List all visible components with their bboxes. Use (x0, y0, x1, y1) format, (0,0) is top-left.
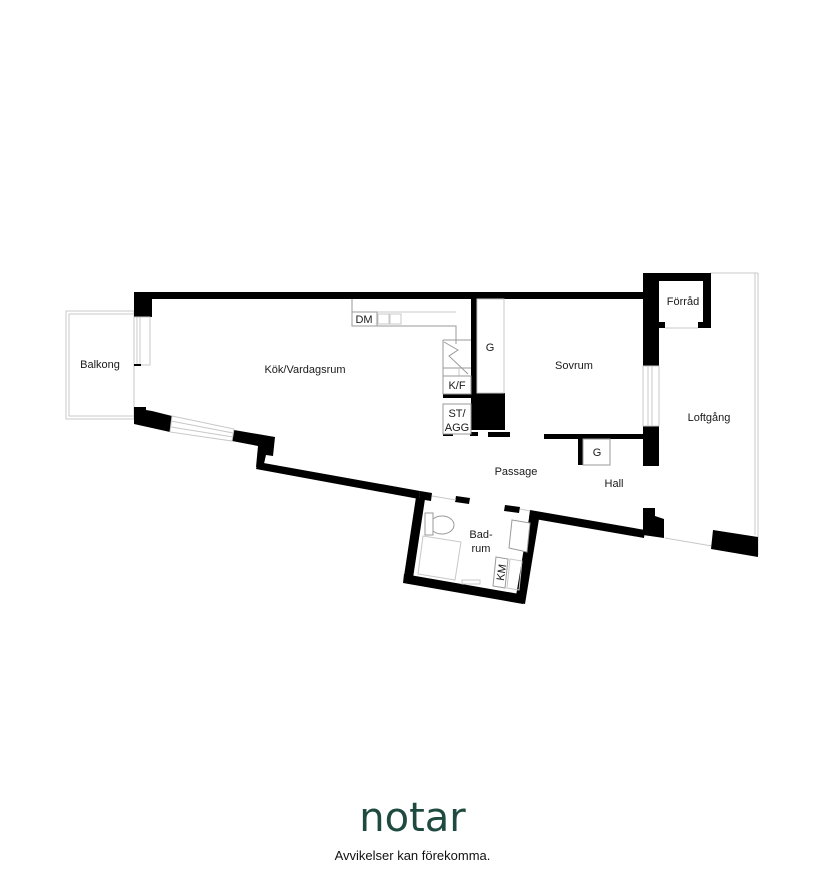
fixture-label-dm: DM (355, 314, 372, 326)
fixture-label-g-bedroom: G (486, 342, 495, 354)
kitchen-fixtures (351, 298, 611, 466)
room-label-loftgang: Loftgång (688, 412, 731, 424)
brand-logo: notar (359, 795, 466, 841)
room-label-passage: Passage (495, 466, 538, 478)
fixture-labels: DM K/F ST/ AGG G G KM (355, 314, 601, 582)
bathroom-fixtures (417, 512, 531, 591)
room-labels: Balkong Kök/Vardagsrum Sovrum Förråd Lof… (80, 296, 730, 555)
room-label-hall: Hall (605, 478, 624, 490)
fixture-label-st: ST/ (448, 408, 466, 420)
fixture-label-km: KM (495, 563, 509, 581)
fixture-label-agg: AGG (445, 422, 469, 434)
room-label-balkong: Balkong (80, 359, 120, 371)
windows (133, 316, 698, 512)
room-label-kok-vardagsrum: Kök/Vardagsrum (264, 364, 345, 376)
room-label-badrum-1: Bad- (469, 529, 493, 541)
room-label-badrum-2: rum (472, 543, 491, 555)
room-label-forrad: Förråd (667, 296, 699, 308)
fixture-label-kf: K/F (448, 380, 465, 392)
loftgang-outline (664, 272, 759, 555)
disclaimer-text: Avvikelser kan förekomma. (334, 848, 491, 863)
room-label-sovrum: Sovrum (555, 360, 593, 372)
fixture-label-g-hall: G (593, 447, 602, 459)
walls (134, 273, 758, 604)
